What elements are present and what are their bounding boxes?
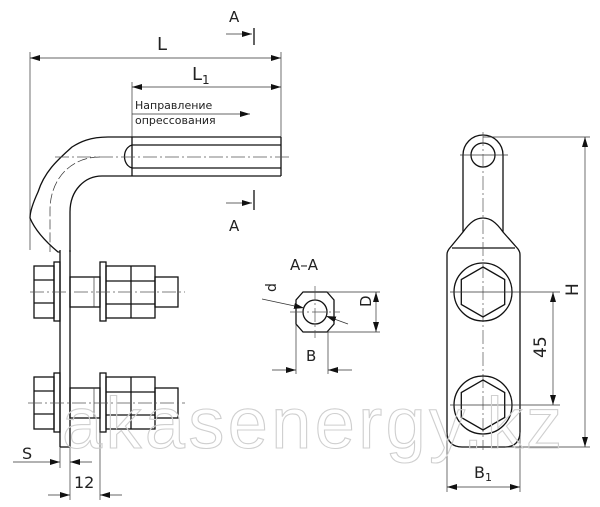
hex-hole-upper [450, 262, 560, 322]
section-mark-bottom: A [229, 217, 240, 235]
dim-label-12: 12 [74, 473, 94, 492]
left-view: L L1 Направление опрессования A A [13, 8, 290, 500]
dimension-line-d [325, 315, 349, 325]
bolt-assembly-lower [28, 372, 185, 433]
dim-label-L1: L1 [192, 64, 210, 87]
section-title: A–A [290, 256, 319, 274]
dim-label-S: S [22, 444, 32, 463]
dim-label-H: H [563, 283, 583, 296]
side-view: H 45 B1 [446, 132, 590, 492]
watermark: akasenergy.kz [62, 384, 562, 464]
section-mark-top: A [229, 8, 240, 26]
direction-note-line2: опрессования [135, 114, 216, 127]
dim-label-B1: B1 [474, 463, 492, 484]
dimension-line-d [261, 298, 305, 309]
dim-label-B: B [306, 347, 316, 365]
direction-note-line1: Направление [135, 99, 213, 112]
hex-hole-lower [450, 375, 560, 435]
dim-label-D: D [357, 295, 375, 307]
dim-label-45: 45 [531, 336, 551, 358]
section-view: A–A d D B [261, 256, 380, 374]
dim-label-L: L [157, 34, 167, 55]
dim-label-d: d [264, 283, 280, 292]
bolt-assembly-upper [30, 261, 185, 322]
